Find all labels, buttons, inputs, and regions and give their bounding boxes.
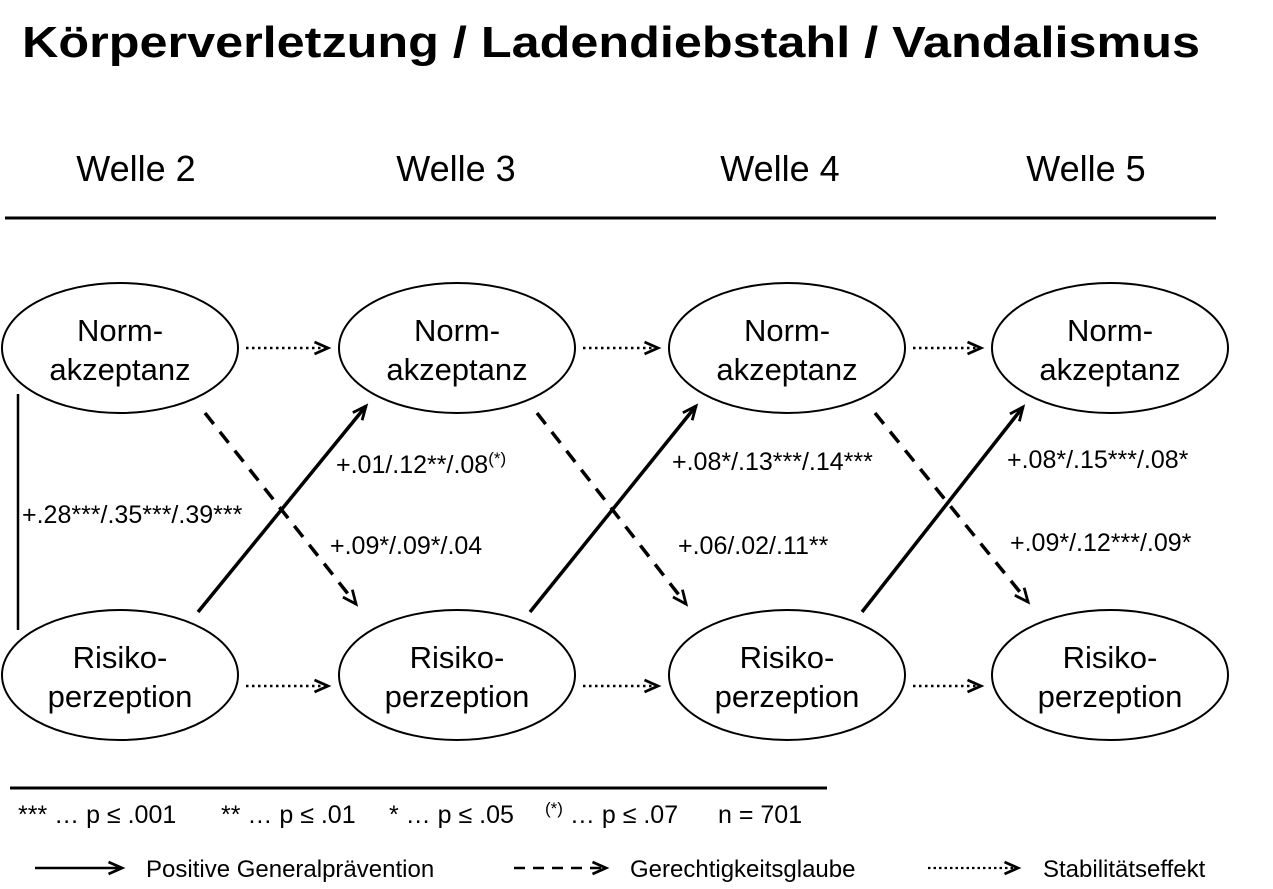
coefficient-generalpraevention-w5: +.08*/.15***/.08*	[1007, 446, 1189, 474]
coefficient-generalpraevention-w3: +.01/.12**/.08(*)	[336, 449, 506, 479]
legend-label-gerechtigkeitsglaube: Gerechtigkeitsglaube	[630, 856, 855, 883]
node-normakzeptanz-w4	[668, 282, 906, 414]
node-label: Risiko-	[740, 640, 835, 675]
node-label: Risiko-	[410, 640, 505, 675]
node-label: perzeption	[715, 679, 860, 714]
node-normakzeptanz-w2	[1, 282, 239, 414]
node-label: perzeption	[48, 679, 193, 714]
coefficient-gerechtigkeitsglaube-w5: +.09*/.12***/.09*	[1010, 529, 1192, 557]
node-normakzeptanz-w3	[338, 282, 576, 414]
significance-p001: *** … p ≤ .001	[18, 801, 176, 829]
node-label: Risiko-	[1063, 640, 1158, 675]
significance-p05: * … p ≤ .05	[389, 801, 514, 829]
node-label: akzeptanz	[386, 352, 527, 387]
legend-label-generalpraevention: Positive Generalprävention	[146, 856, 434, 883]
wave-header-welle-2: Welle 2	[76, 148, 195, 189]
sample-size: n = 701	[718, 801, 802, 829]
coefficient-generalpraevention-w4: +.08*/.13***/.14***	[672, 448, 873, 476]
node-risikoperzeption-w3	[338, 609, 576, 741]
wave-header-welle-3: Welle 3	[396, 148, 515, 189]
significance-p07: (*) … p ≤ .07	[545, 799, 678, 829]
diagram-title: Körperverletzung / Ladendiebstahl / Vand…	[22, 18, 1200, 67]
node-label: Risiko-	[73, 640, 168, 675]
node-label: akzeptanz	[1039, 352, 1180, 387]
node-label: Norm-	[77, 313, 163, 348]
correlation-coefficient-w2: +.28***/.35***/.39***	[22, 501, 243, 529]
node-label: Norm-	[414, 313, 500, 348]
node-label: Norm-	[744, 313, 830, 348]
gerechtigkeitsglaube-arrow-w4-w5	[873, 411, 1031, 605]
gerechtigkeitsglaube-arrow-w3-w4	[535, 411, 689, 607]
node-label: akzeptanz	[716, 352, 857, 387]
node-label: akzeptanz	[49, 352, 190, 387]
node-label: perzeption	[385, 679, 530, 714]
node-risikoperzeption-w4	[668, 609, 906, 741]
node-label: perzeption	[1038, 679, 1183, 714]
generalpraevention-arrow-w4-w5	[860, 404, 1026, 614]
node-label: Norm-	[1067, 313, 1153, 348]
node-risikoperzeption-w5	[991, 609, 1229, 741]
wave-header-welle-4: Welle 4	[720, 148, 839, 189]
wave-header-welle-5: Welle 5	[1026, 148, 1145, 189]
coefficient-gerechtigkeitsglaube-w3: +.09*/.09*/.04	[330, 532, 482, 560]
coefficient-gerechtigkeitsglaube-w4: +.06/.02/.11**	[678, 532, 829, 560]
node-risikoperzeption-w2	[1, 609, 239, 741]
node-normakzeptanz-w5	[991, 282, 1229, 414]
gerechtigkeitsglaube-arrow-w2-w3	[203, 411, 359, 607]
significance-p01: ** … p ≤ .01	[221, 801, 356, 829]
legend-label-stabilitaetseffekt: Stabilitätseffekt	[1043, 856, 1206, 883]
